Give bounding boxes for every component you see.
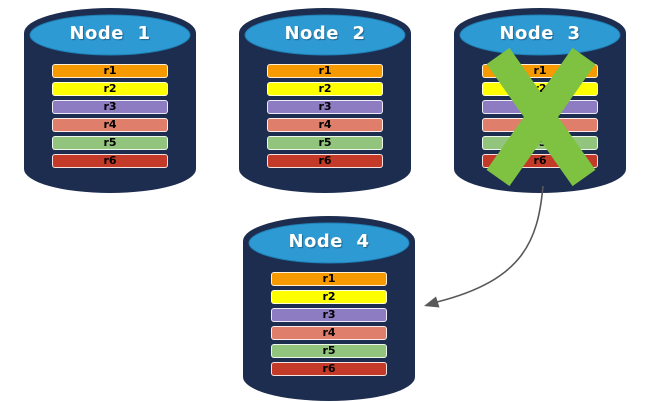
- replica-row-r5: r5: [52, 136, 168, 150]
- node-3: Node 3 r1 r2 r3 r4 r5 r6: [454, 8, 626, 194]
- replica-row-r3: r3: [267, 100, 383, 114]
- node-2: Node 2 r1 r2 r3 r4 r5 r6: [239, 8, 411, 194]
- node-4: Node 4 r1 r2 r3 r4 r5 r6: [243, 216, 415, 402]
- replica-row-r2: r2: [52, 82, 168, 96]
- replica-row-r4: r4: [267, 118, 383, 132]
- replica-row-r5: r5: [271, 344, 387, 358]
- replica-row-r4: r4: [52, 118, 168, 132]
- replica-row-r5: r5: [267, 136, 383, 150]
- failure-x-icon: [486, 47, 596, 187]
- node-title: Node 4: [288, 231, 370, 252]
- replica-row-r6: r6: [52, 154, 168, 168]
- replica-row-r1: r1: [271, 272, 387, 286]
- replica-row-r2: r2: [271, 290, 387, 304]
- node-title: Node 3: [499, 23, 581, 44]
- replica-row-r2: r2: [267, 82, 383, 96]
- node-1: Node 1 r1 r2 r3 r4 r5 r6: [24, 8, 196, 194]
- replica-row-r1: r1: [52, 64, 168, 78]
- replica-row-r6: r6: [271, 362, 387, 376]
- replica-row-r3: r3: [52, 100, 168, 114]
- replica-rows: r1 r2 r3 r4 r5 r6: [271, 272, 387, 380]
- replica-rows: r1 r2 r3 r4 r5 r6: [52, 64, 168, 172]
- replica-row-r1: r1: [267, 64, 383, 78]
- replica-rows: r1 r2 r3 r4 r5 r6: [267, 64, 383, 172]
- replica-row-r4: r4: [271, 326, 387, 340]
- replica-row-r6: r6: [267, 154, 383, 168]
- node-title: Node 1: [69, 23, 151, 44]
- node-title: Node 2: [284, 23, 366, 44]
- replica-row-r3: r3: [271, 308, 387, 322]
